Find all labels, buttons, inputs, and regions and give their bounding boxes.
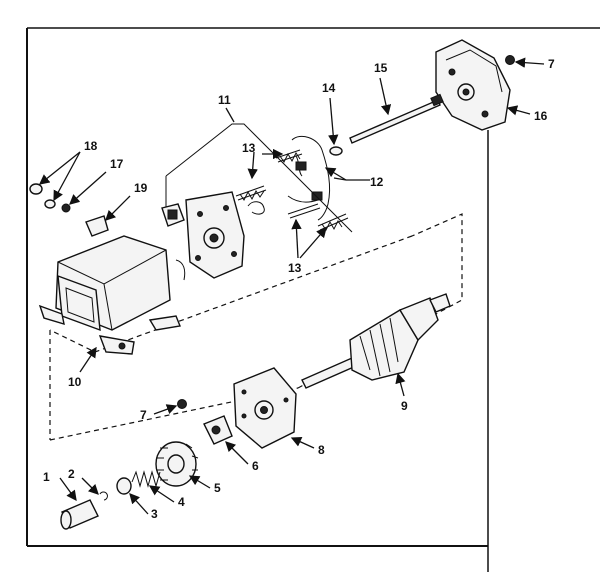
lock-washer-part (61, 203, 71, 213)
callout-7-upper: 7 (548, 57, 555, 71)
callout-labels: 1 2 3 4 5 6 7 7 8 9 10 11 12 13 13 14 15… (43, 57, 555, 521)
leader-lines (38, 57, 545, 515)
callout-9: 9 (401, 399, 408, 413)
callout-14: 14 (322, 81, 336, 95)
brush-holder-plate-part (165, 123, 353, 279)
motor-frame-housing-part (38, 235, 186, 355)
callout-4: 4 (178, 495, 185, 509)
pinion-gear-part (155, 441, 199, 487)
washer-part (329, 146, 343, 156)
retaining-ring-part (99, 491, 108, 501)
callout-10: 10 (68, 375, 82, 389)
brush-part (85, 203, 185, 237)
callout-13-lower: 13 (288, 261, 302, 275)
dust-cover-part (60, 499, 99, 530)
callout-6: 6 (252, 459, 259, 473)
armature-part (301, 293, 451, 389)
end-cap-part (435, 39, 511, 131)
callout-16: 16 (534, 109, 548, 123)
brush-spring-part (235, 149, 349, 231)
callout-3: 3 (151, 507, 158, 521)
callout-18: 18 (84, 139, 98, 153)
drive-end-cap-part (233, 367, 297, 449)
washer-part-small (29, 183, 43, 195)
assembly-dashed-outline (49, 213, 463, 441)
callout-15: 15 (374, 61, 388, 75)
callout-1: 1 (43, 470, 50, 484)
callout-19: 19 (134, 181, 148, 195)
through-bolt-part (349, 93, 444, 144)
callout-2: 2 (68, 467, 75, 481)
callout-11: 11 (218, 93, 231, 107)
callout-17: 17 (110, 157, 124, 171)
callout-13-upper: 13 (242, 141, 256, 155)
callout-12: 12 (370, 175, 384, 189)
spring-retainer-part (116, 477, 132, 495)
anti-drift-spring-part (131, 470, 161, 488)
nut-part (505, 55, 515, 65)
callout-8: 8 (318, 443, 325, 457)
callout-7-lower: 7 (140, 408, 147, 422)
callout-5: 5 (214, 481, 221, 495)
washer-part-large (44, 199, 56, 209)
nut-part-lower (177, 399, 187, 409)
collar-part (203, 415, 233, 445)
diagram-frame (26, 27, 600, 572)
